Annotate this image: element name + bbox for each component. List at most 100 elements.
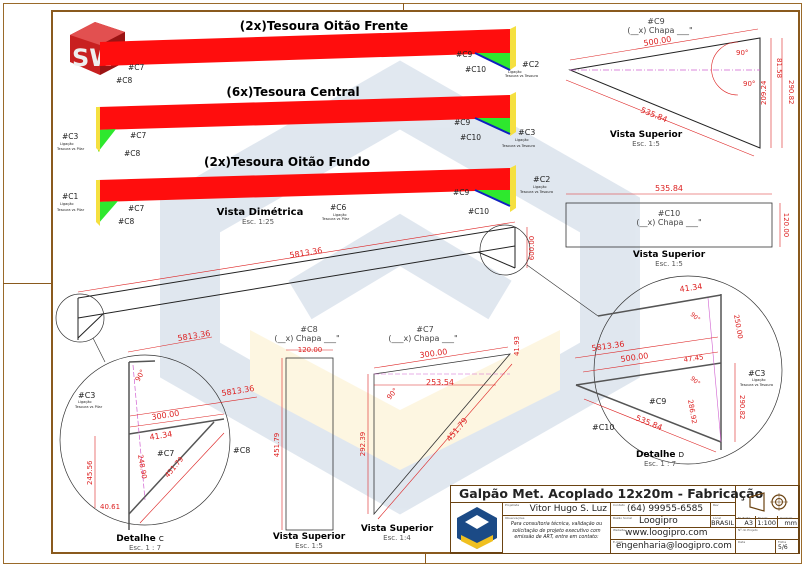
detail-c-marker (55, 293, 105, 343)
tb-title-cell: Galpão Met. Acoplado 12x20m - Fabricação (451, 486, 763, 503)
detail-d-dim8: 535.84 (634, 414, 663, 433)
c10-view-title: Vista Superior (633, 250, 706, 260)
callout-c8-frente: #C8 (116, 76, 133, 85)
detail-c-lig-2: Tesoura vs Pilar (74, 405, 103, 409)
callout-c2-fundo: #C2 (533, 175, 550, 184)
tb-unid: mm (784, 519, 797, 527)
callout-c9-central: #C9 (454, 118, 471, 127)
detail-c-dim3: 300.00 (151, 409, 180, 422)
c8-view-title: Vista Superior (273, 532, 346, 542)
lig-fundo-1: Ligação (533, 185, 547, 189)
tb-proj-num-cell: Nº do Projeto (736, 528, 799, 540)
detail-c-dim8: 40.61 (100, 503, 120, 511)
lig-c6-2: Tesoura vs Pilar (321, 217, 350, 221)
c7-dim-inner: 253.54 (426, 378, 454, 387)
title-fundo: (2x)Tesoura Oitão Fundo (204, 155, 370, 169)
tb-contato-cell: Contato (64) 99955-6585 (611, 503, 711, 516)
detail-d-angle1: 90° (689, 311, 702, 323)
c9-dim-r1: 81.58 (775, 58, 783, 78)
c9-part-label: #C9 (647, 17, 664, 26)
detail-d-dim2: 250.00 (732, 314, 744, 340)
tb-folha: 5/6 (778, 544, 788, 551)
zone-marker-bottom (425, 554, 426, 564)
callout-c9-frente: #C9 (456, 50, 473, 59)
lig-fundo-pilar-1: Ligação (60, 202, 74, 206)
view-c7 (367, 346, 513, 520)
detail-c-title: Detalhe C (116, 534, 164, 544)
detail-c-dim5: 248.90 (136, 454, 148, 480)
c9-dim-r2: 209.24 (760, 80, 768, 105)
elevation-dim-h: 600.00 (528, 236, 536, 261)
drawing-frame (51, 10, 800, 554)
title-dimetrica: Vista Dimétrica (217, 206, 304, 218)
lig-central-pilar-1: Ligação (60, 142, 74, 146)
c9-view-scale: Esc. 1:5 (632, 140, 660, 148)
tb-escala: 1:100 (757, 519, 776, 527)
c10-dim-h: 120.00 (782, 213, 790, 238)
truss-frente (100, 26, 516, 71)
c7-dim-h: 292.39 (359, 432, 367, 457)
detail-d-title: Detalhe D (636, 450, 684, 460)
view-c8-rect (285, 357, 334, 531)
callout-c7-fundo: #C7 (128, 204, 145, 213)
c9-chapa-label: (__x) Chapa ___" (627, 26, 692, 35)
tb-projection-cell (736, 486, 799, 519)
c8-part-label: #C8 (300, 325, 317, 334)
c10-chapa-label: (__x) Chapa ___" (636, 218, 701, 227)
detail-c-callout-c3: #C3 (78, 391, 95, 400)
callout-c2-frente: #C2 (522, 60, 539, 69)
zone-marker-top (403, 3, 404, 10)
detail-c-lig-1: Ligação (78, 400, 92, 404)
tb-title: Galpão Met. Acoplado 12x20m - Fabricação (459, 486, 764, 501)
tb-escala-cell: Escala 1:100 (756, 516, 778, 528)
c7-view-scale: Esc. 1:4 (383, 534, 411, 542)
watermark-logo (160, 60, 640, 515)
c9-angle1: 90° (736, 49, 748, 57)
tb-obs-cell: Observações Para consultoria técnica, va… (503, 516, 611, 553)
truss-central (96, 92, 516, 152)
projection-symbol-icon (749, 492, 788, 512)
detail-d-scale: Esc. 1 : 7 (644, 460, 676, 468)
title-central: (6x)Tesoura Central (226, 85, 359, 99)
callout-c10-frente: #C10 (465, 65, 486, 74)
c8-chapa-label: (__x) Chapa ___" (274, 334, 339, 343)
view-c9 (565, 28, 783, 157)
callout-c7-frente: #C7 (128, 63, 145, 72)
tb-rev-cell: Rev (711, 503, 736, 516)
lig-central-1: Ligação (515, 138, 529, 142)
detail-c-callout-c7: #C7 (157, 449, 174, 458)
tb-projetista-cell: Projetista Vitor Hugo S. Luz (503, 503, 611, 516)
c7-view-title: Vista Superior (361, 524, 434, 534)
tb-logo-cell (451, 503, 503, 553)
tb-local-cell: Local BRASIL (711, 516, 736, 528)
tb-local: BRASIL (711, 519, 734, 527)
lig-frente-1: Ligação (508, 70, 522, 74)
detail-d-marker (479, 224, 531, 276)
tb-email-cell: E-mail engenharia@loogipro.com (611, 540, 736, 553)
title-block: Galpão Met. Acoplado 12x20m - Fabricação… (450, 485, 800, 554)
detail-c-dim6: 451.79 (163, 455, 185, 479)
callout-c1-fundo: #C1 (62, 192, 79, 201)
title-frente: (2x)Tesoura Oitão Frente (240, 19, 408, 33)
c9-dim-top: 500.00 (643, 35, 672, 48)
callout-c9-fundo: #C9 (453, 188, 470, 197)
lig-fundo-pilar-2: Tesoura vs Pilar (56, 208, 85, 212)
zone-marker-left (3, 283, 51, 284)
tb-unid-cell: Unidade mm (778, 516, 799, 528)
c8-view-scale: Esc. 1:5 (295, 542, 323, 550)
view-elevation (55, 221, 599, 363)
detail-d-dim4: 500.00 (620, 351, 649, 364)
c10-view-scale: Esc. 1:5 (655, 260, 683, 268)
detail-d (574, 275, 783, 465)
detail-d-callout-c3: #C3 (748, 369, 765, 378)
elevation-dim-len: 5813.36 (289, 246, 323, 260)
tb-folha-cell: Folha 5/6 (776, 540, 799, 553)
detail-c-callout-c8: #C8 (233, 446, 250, 455)
detail-d-dim5: 47.45 (683, 353, 704, 364)
c9-view-title: Vista Superior (610, 130, 683, 140)
c10-part-label: #C10 (658, 209, 680, 218)
detail-d-dim1: 41.34 (679, 282, 703, 294)
c9-dim-total: 290.82 (787, 80, 795, 105)
c7-angle: 90° (385, 387, 399, 402)
